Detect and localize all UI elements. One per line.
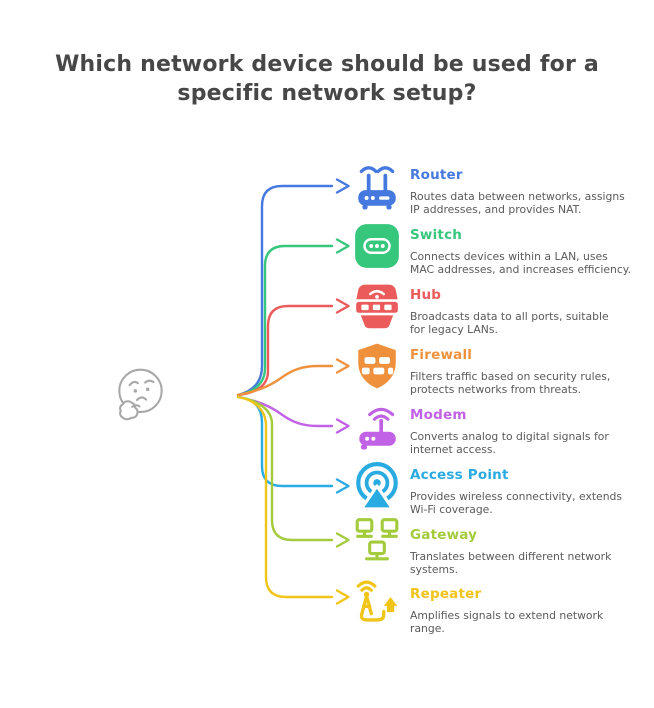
device-label-switch: Switch xyxy=(410,227,463,243)
device-description-line: Converts analog to digital signals for xyxy=(410,430,609,443)
device-description-line: Translates between different network xyxy=(410,550,612,563)
connector-access-point xyxy=(236,395,334,488)
arrowhead-repeater xyxy=(335,589,350,605)
device-label-modem: Modem xyxy=(410,407,467,423)
thinking-face-icon xyxy=(118,368,163,421)
device-description-line: Wi-Fi coverage. xyxy=(410,503,493,516)
device-description-line: Routes data between networks, assigns xyxy=(410,190,625,203)
device-label-access-point: Access Point xyxy=(410,467,509,483)
device-label-router: Router xyxy=(410,167,463,183)
arrowhead-router xyxy=(335,178,350,194)
arrowhead-access-point xyxy=(335,478,350,494)
repeater-icon xyxy=(352,572,402,622)
switch-icon xyxy=(352,221,402,271)
device-description-firewall: Filters traffic based on security rules,… xyxy=(410,370,610,396)
page-title-line-1: Which network device should be used for … xyxy=(55,52,599,77)
device-label-repeater: Repeater xyxy=(410,586,482,602)
device-label-firewall: Firewall xyxy=(410,347,473,363)
device-description-line: Broadcasts data to all ports, suitable xyxy=(410,310,609,323)
device-description-line: for legacy LANs. xyxy=(410,323,498,336)
page-title-line-2: specific network setup? xyxy=(177,81,477,106)
device-description-line: IP addresses, and provides NAT. xyxy=(410,203,582,216)
connector-repeater xyxy=(236,395,334,599)
hub-icon xyxy=(352,281,402,331)
device-description-line: MAC addresses, and increases efficiency. xyxy=(410,263,632,276)
modem-icon xyxy=(352,401,402,451)
firewall-icon xyxy=(352,341,402,391)
connector-gateway xyxy=(236,395,334,542)
gateway-icon xyxy=(352,515,402,565)
arrowhead-hub xyxy=(335,298,350,314)
connector-switch xyxy=(236,244,334,397)
connector-hub xyxy=(236,304,334,397)
device-label-hub: Hub xyxy=(410,287,442,303)
device-description-line: internet access. xyxy=(410,443,496,456)
device-description-line: protects networks from threats. xyxy=(410,383,582,396)
access-point-icon xyxy=(352,461,402,511)
device-label-gateway: Gateway xyxy=(410,527,478,543)
router-icon xyxy=(352,161,402,211)
device-description-line: Filters traffic based on security rules, xyxy=(410,370,611,383)
page-title: Which network device should be used for … xyxy=(0,50,654,108)
device-description-line: Amplifies signals to extend network xyxy=(410,609,604,622)
connector-firewall xyxy=(236,364,334,397)
device-description-line: range. xyxy=(410,622,445,635)
connector-router xyxy=(236,184,334,397)
device-description-line: Provides wireless connectivity, extends xyxy=(410,490,623,503)
arrowhead-firewall xyxy=(335,358,350,374)
arrowhead-modem xyxy=(335,418,350,434)
device-description-line: systems. xyxy=(410,563,459,576)
device-description-line: Connects devices within a LAN, uses xyxy=(410,250,608,263)
arrowhead-gateway xyxy=(335,532,350,548)
arrowhead-switch xyxy=(335,238,350,254)
